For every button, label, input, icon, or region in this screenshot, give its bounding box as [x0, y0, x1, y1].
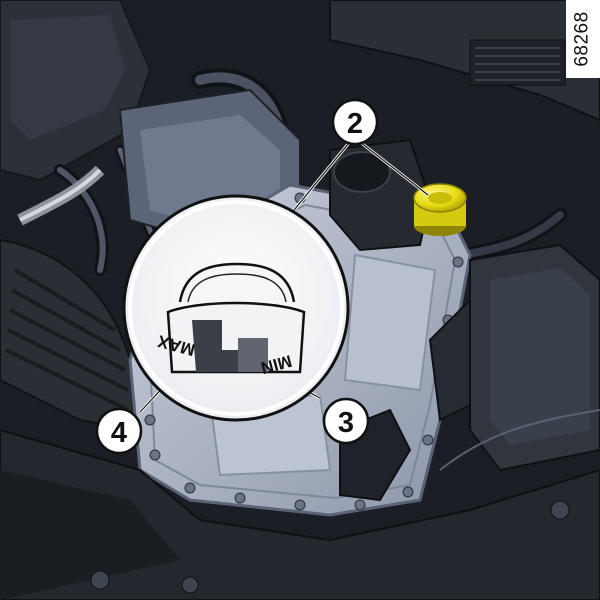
silver-pipe-highlight [19, 168, 102, 222]
callout-3: 3 [322, 397, 370, 445]
fuse-box-top [490, 268, 590, 445]
level-marker-right [238, 338, 268, 372]
air-box-top [10, 15, 125, 140]
hood-edge-right [329, 0, 600, 122]
reservoir-neck [178, 262, 296, 303]
figure-reference-label: 68268 [566, 0, 600, 78]
grille-vent [469, 39, 566, 86]
callout-2-number: 2 [347, 108, 363, 140]
magnified-inset: MAX MIN [122, 194, 350, 422]
callout-4-number: 4 [111, 417, 127, 449]
callout-3-number: 3 [338, 407, 354, 439]
crossmember-left-shadow [0, 470, 180, 600]
callout-2: 2 [331, 98, 379, 146]
level-marker-left [192, 320, 240, 372]
secondary-cap [333, 151, 391, 193]
cable-right [439, 409, 600, 471]
coolant-reservoir-cap [413, 183, 467, 236]
figure-reference-number: 68268 [572, 11, 593, 67]
crossmember-bolts [90, 500, 570, 594]
callout-4: 4 [95, 407, 143, 455]
